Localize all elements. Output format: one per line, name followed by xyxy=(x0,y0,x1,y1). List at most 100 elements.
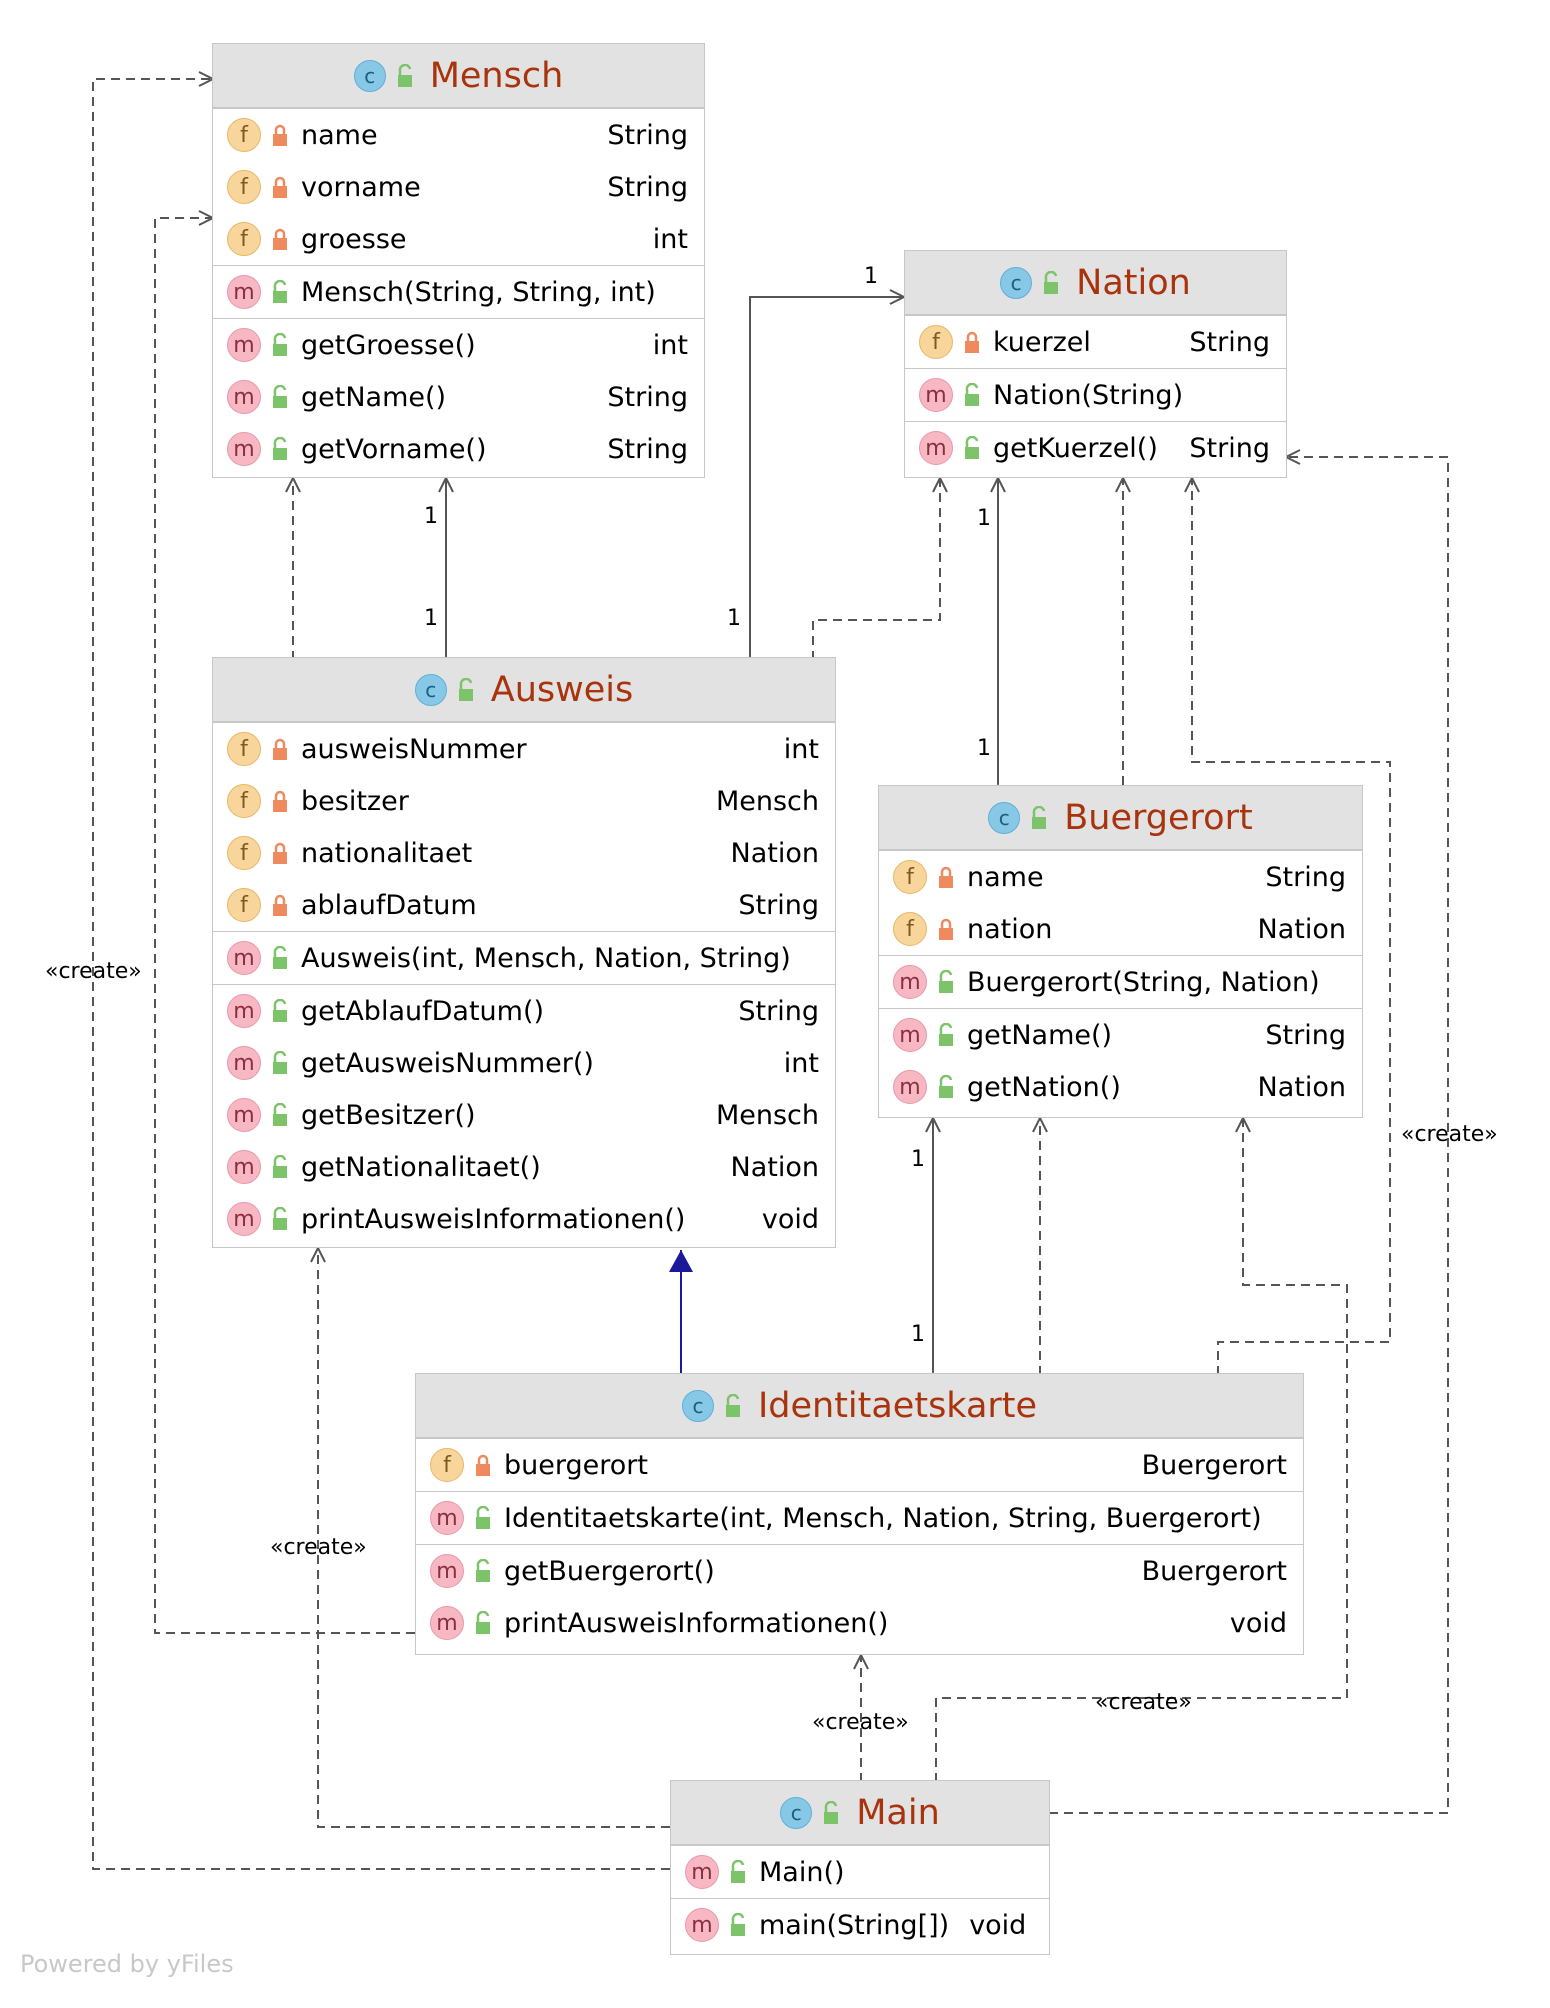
class-icon: c xyxy=(1000,266,1033,299)
method-name: getBuergerort() xyxy=(504,1555,715,1587)
method-name: printAusweisInformationen() xyxy=(504,1607,889,1639)
field-icon: f xyxy=(227,118,261,152)
class-nation-header[interactable]: c Nation xyxy=(905,251,1286,315)
field-type: Buergerort xyxy=(1141,1449,1287,1481)
method-icon: m xyxy=(227,432,261,466)
method-icon: m xyxy=(430,1554,464,1588)
method-type: void xyxy=(761,1203,819,1235)
field-type: String xyxy=(607,171,688,203)
field-type: Nation xyxy=(1257,913,1346,945)
class-mensch-header[interactable]: c Mensch xyxy=(213,44,704,108)
field-type: Mensch xyxy=(715,785,819,817)
mult-buergerort-end: 1 xyxy=(911,1147,925,1172)
class-name: Mensch xyxy=(429,55,564,96)
dep-ident-mensch xyxy=(154,210,415,1634)
method-type: int xyxy=(652,329,688,361)
private-lock-icon xyxy=(273,842,287,864)
class-identitaetskarte-header[interactable]: c Identitaetskarte xyxy=(416,1374,1303,1438)
mult-mensch-end: 1 xyxy=(424,504,438,529)
method-icon: m xyxy=(227,328,261,362)
private-lock-icon xyxy=(476,1454,490,1476)
dep-main-mensch xyxy=(92,71,670,1870)
public-lock-icon xyxy=(273,280,287,303)
private-lock-icon xyxy=(273,176,287,198)
method-icon: m xyxy=(227,1202,261,1236)
public-lock-icon xyxy=(1044,270,1059,294)
private-lock-icon xyxy=(965,331,979,353)
method-type: String xyxy=(1265,1019,1346,1051)
private-lock-icon xyxy=(273,790,287,812)
public-lock-icon xyxy=(939,1023,953,1046)
create-label-mensch: «create» xyxy=(45,959,142,984)
create-label-buergerort: «create» xyxy=(1095,1690,1192,1715)
method-icon: m xyxy=(227,1150,261,1184)
private-lock-icon xyxy=(273,894,287,916)
public-lock-icon xyxy=(731,1913,745,1936)
method-type: Buergerort xyxy=(1141,1555,1287,1587)
private-lock-icon xyxy=(939,866,953,888)
mult-ident-buergerort: 1 xyxy=(911,1322,925,1347)
method-type: int xyxy=(783,1047,819,1079)
class-main-header[interactable]: c Main xyxy=(671,1781,1049,1845)
method-icon: m xyxy=(893,1070,927,1104)
method-icon: m xyxy=(227,1098,261,1132)
public-lock-icon xyxy=(824,1800,839,1824)
dep-main-nation xyxy=(1049,449,1449,1814)
public-lock-icon xyxy=(273,946,287,969)
method-icon: m xyxy=(893,1018,927,1052)
constructor-name: Identitaetskarte(int, Mensch, Nation, St… xyxy=(504,1502,1262,1534)
method-name: getNation() xyxy=(967,1071,1121,1103)
class-name: Nation xyxy=(1076,262,1191,303)
class-buergerort-header[interactable]: c Buergerort xyxy=(879,786,1362,850)
method-row[interactable]: m getBuergerort() Buergerort xyxy=(416,1545,1303,1597)
class-ausweis-header[interactable]: c Ausweis xyxy=(213,658,835,722)
field-name: besitzer xyxy=(301,785,409,817)
public-lock-icon xyxy=(273,1207,287,1230)
class-name: Identitaetskarte xyxy=(757,1385,1038,1426)
method-type: Mensch xyxy=(715,1099,819,1131)
